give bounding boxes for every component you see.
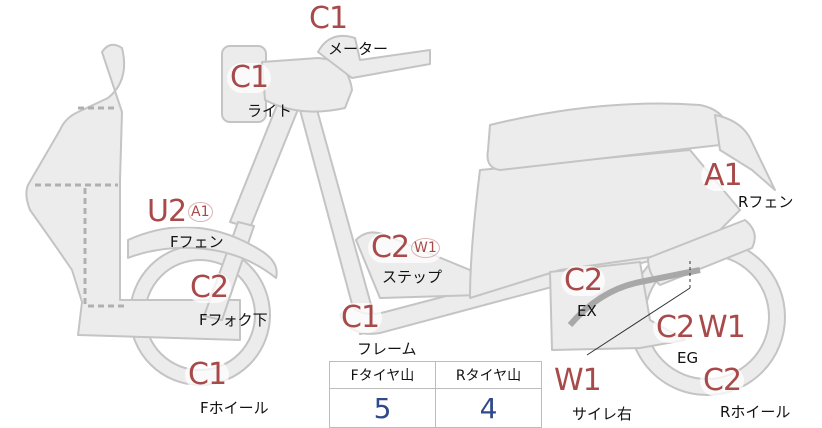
f-fender-code-2: A1	[188, 202, 213, 222]
meter-code-1: C1	[309, 1, 348, 36]
tread-value-row: 5 4	[329, 388, 542, 428]
r-fender-label: Rフェン	[738, 193, 794, 211]
muffler-label: サイレ右	[572, 405, 633, 423]
engine-code-2: W1	[698, 310, 746, 345]
front-tire-tread-header: Fタイヤ山	[329, 361, 436, 389]
light-code-1: C1	[230, 60, 269, 95]
r-wheel-label: Rホイール	[720, 403, 791, 421]
tire-tread-table: Fタイヤ山 Rタイヤ山 5 4	[329, 361, 542, 428]
front-shield-shape	[25, 43, 241, 341]
meter-code-badge: C1	[306, 1, 351, 36]
r-fender-code-1: A1	[704, 158, 743, 193]
step-code-1: C2	[371, 230, 410, 265]
rear-tire-tread-header: Rタイヤ山	[435, 361, 542, 389]
muffler-code-badge: W1	[551, 366, 604, 396]
muffler-leader-line	[586, 287, 691, 356]
engine-code-1: C2	[656, 310, 695, 345]
frame-code-badge: C1	[338, 300, 383, 335]
muffler-shape	[647, 219, 756, 286]
exhaust-code-1: C2	[564, 263, 603, 298]
rear-tire-tread-value: 4	[435, 388, 542, 428]
frame-code-1: C1	[341, 300, 380, 335]
f-fork-code-badge: C2	[187, 270, 232, 305]
f-wheel-label: Fホイール	[200, 399, 269, 417]
f-fork-label: Fフォク下	[199, 311, 268, 329]
meter-shape	[317, 34, 431, 79]
muffler-code-1: W1	[554, 363, 602, 398]
front-fender-shape	[127, 226, 278, 279]
r-wheel-code-1: C2	[703, 363, 742, 398]
front-tire-tread-value: 5	[329, 388, 436, 428]
seat-shape	[486, 102, 729, 171]
exhaust-label: EX	[577, 302, 597, 320]
meter-label: メーター	[328, 40, 389, 58]
f-fender-code-1: U2	[147, 194, 187, 229]
r-fender-code-badge: A1	[701, 161, 745, 191]
f-wheel-code-1: C1	[188, 357, 227, 392]
light-code-badge: C1	[227, 60, 272, 95]
f-fender-label: Fフェン	[170, 233, 224, 251]
light-label: ライト	[247, 102, 293, 120]
rear-fender-shape	[714, 114, 776, 191]
frame-label: フレーム	[357, 340, 417, 358]
exhaust-code-badge: C2	[561, 263, 606, 298]
f-fork-code-1: C2	[190, 270, 229, 305]
engine-label: EG	[677, 349, 699, 367]
step-code-2: W1	[411, 238, 440, 258]
exhaust-pipe	[567, 267, 701, 327]
step-label: ステップ	[382, 268, 443, 286]
f-wheel-code-badge: C1	[185, 357, 230, 392]
tread-header-row: Fタイヤ山 Rタイヤ山	[329, 361, 542, 389]
r-wheel-code-badge: C2	[700, 363, 745, 398]
